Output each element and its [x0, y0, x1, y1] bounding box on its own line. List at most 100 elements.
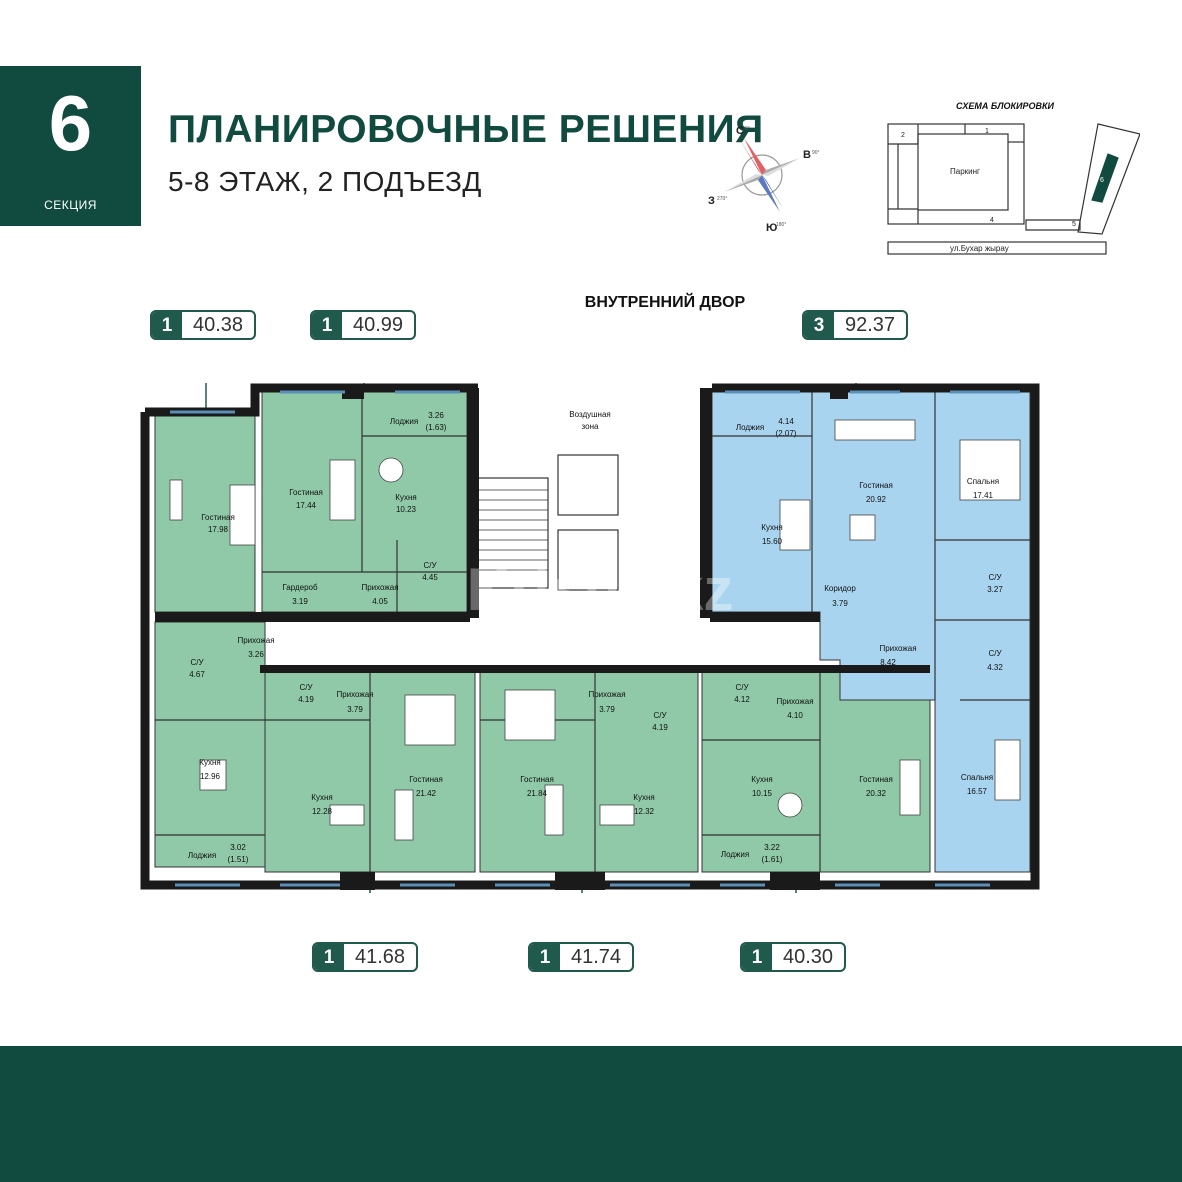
apartment-badge[interactable]: 1 41.68 — [312, 942, 418, 972]
room-area: 4.10 — [787, 711, 803, 720]
room-name: Кухня — [751, 775, 772, 784]
room-name: Гостиная — [520, 775, 554, 784]
room-name: Кухня — [199, 758, 220, 767]
compass-east: В — [803, 149, 811, 161]
footer-bar — [0, 1046, 1182, 1182]
compass-south-deg: 180° — [776, 222, 786, 228]
room-area: 3.26 — [428, 411, 444, 420]
block-section-6: 6 — [1100, 177, 1104, 184]
room-name: С/У — [735, 683, 749, 692]
room-area: 16.57 — [967, 787, 988, 796]
room-name: Лоджия — [390, 417, 418, 426]
apartment-rooms: 1 — [314, 944, 344, 970]
page-subtitle: 5-8 ЭТАЖ, 2 ПОДЪЕЗД — [168, 166, 482, 197]
room-area: 3.79 — [832, 599, 848, 608]
apartment-area: 92.37 — [844, 314, 896, 336]
room-area: 3.79 — [599, 705, 615, 714]
room-sub: (1.63) — [426, 423, 447, 432]
room-area: 4.45 — [422, 573, 438, 582]
compass-east-deg: 90° — [812, 150, 820, 156]
room-area: 8.42 — [880, 658, 896, 667]
apartment-area: 41.68 — [354, 946, 406, 968]
room-name: Гостиная — [859, 481, 893, 490]
room-name: Лоджия — [721, 850, 749, 859]
room-area: 4.32 — [987, 663, 1003, 672]
room-area: 4.14 — [778, 417, 794, 426]
room-area: 3.19 — [292, 597, 308, 606]
room-area: 10.23 — [396, 505, 417, 514]
room-name: С/У — [653, 711, 667, 720]
room-area: 17.98 — [208, 525, 229, 534]
block-section-2: 2 — [901, 132, 905, 139]
apartment-badge[interactable]: 1 40.38 — [150, 310, 256, 340]
room-name: Лоджия — [736, 423, 764, 432]
room-area: 10.15 — [752, 789, 773, 798]
compass-south: Ю — [766, 222, 777, 233]
room-name: С/У — [423, 561, 437, 570]
compass-west: З — [708, 195, 715, 207]
room-name: Лоджия — [188, 851, 216, 860]
section-box: 6 СЕКЦИЯ — [0, 66, 141, 226]
block-section-4: 4 — [990, 217, 994, 224]
apartment-rooms: 1 — [312, 312, 342, 338]
room-area: 21.42 — [416, 789, 437, 798]
compass-north-deg: 0° — [745, 126, 750, 132]
room-name: С/У — [988, 649, 1002, 658]
compass-west-deg: 270° — [717, 196, 727, 202]
apartment-rooms: 1 — [530, 944, 560, 970]
room-area: 4.12 — [734, 695, 750, 704]
block-parking: Паркинг — [950, 167, 980, 176]
room-area: 4.19 — [652, 723, 668, 732]
room-name: Гардероб — [282, 583, 318, 592]
section-number: 6 — [48, 79, 93, 167]
compass-north: С — [736, 125, 744, 137]
apartment-badge[interactable]: 1 41.74 — [528, 942, 634, 972]
room-name: Прихожая — [336, 690, 373, 699]
room-name: С/У — [190, 658, 204, 667]
room-area: 3.79 — [347, 705, 363, 714]
apartment-badge[interactable]: 1 40.30 — [740, 942, 846, 972]
compass-rose-icon: С 0° В 90° Ю 180° З 270° — [708, 125, 820, 233]
apartment-rooms: 1 — [742, 944, 772, 970]
yard-label: ВНУТРЕННИЙ ДВОР — [584, 294, 746, 311]
block-section-1: 1 — [985, 128, 989, 135]
room-sub: (2.07) — [776, 429, 797, 438]
floor-plan: Krisha.kz Гостиная 17.98 С/У 4.67 Прихож… — [140, 383, 1040, 893]
apartment-area: 40.99 — [352, 314, 404, 336]
room-name: Кухня — [395, 493, 416, 502]
apartment-area: 41.74 — [570, 946, 622, 968]
room-area: 3.26 — [248, 650, 264, 659]
room-area: 3.02 — [230, 843, 246, 852]
room-name: Воздушная — [569, 410, 610, 419]
apartment-badge[interactable]: 3 92.37 — [802, 310, 908, 340]
apartment-area: 40.30 — [782, 946, 834, 968]
room-name: Гостиная — [409, 775, 443, 784]
room-name: Спальня — [961, 773, 993, 782]
room-name: С/У — [988, 573, 1002, 582]
block-scheme: 2 1 Паркинг 4 5 6 ул.Бухар жырау — [887, 123, 1140, 255]
room-name: Гостиная — [201, 513, 235, 522]
room-name: С/У — [299, 683, 313, 692]
apartment-badge[interactable]: 1 40.99 — [310, 310, 416, 340]
room-name: Кухня — [311, 793, 332, 802]
room-name: Гостиная — [859, 775, 893, 784]
apartment-rooms: 3 — [804, 312, 834, 338]
room-name: Прихожая — [588, 690, 625, 699]
room-area: 17.41 — [973, 491, 994, 500]
room-area: 20.92 — [866, 495, 887, 504]
room-sub: (1.51) — [228, 855, 249, 864]
room-area: 21.84 — [527, 789, 548, 798]
room-name: Кухня — [761, 523, 782, 532]
room-area: 3.22 — [764, 843, 780, 852]
room-name: Коридор — [824, 584, 856, 593]
room-area: 4.19 — [298, 695, 314, 704]
apartment-rooms: 1 — [152, 312, 182, 338]
room-name: Прихожая — [237, 636, 274, 645]
room-area: 20.32 — [866, 789, 887, 798]
page-title: ПЛАНИРОВОЧНЫЕ РЕШЕНИЯ — [168, 108, 764, 151]
room-name: Прихожая — [361, 583, 398, 592]
watermark: Krisha.kz — [467, 556, 734, 623]
block-section-5: 5 — [1072, 221, 1076, 228]
room-area: 4.05 — [372, 597, 388, 606]
room-area: 4.67 — [189, 670, 205, 679]
